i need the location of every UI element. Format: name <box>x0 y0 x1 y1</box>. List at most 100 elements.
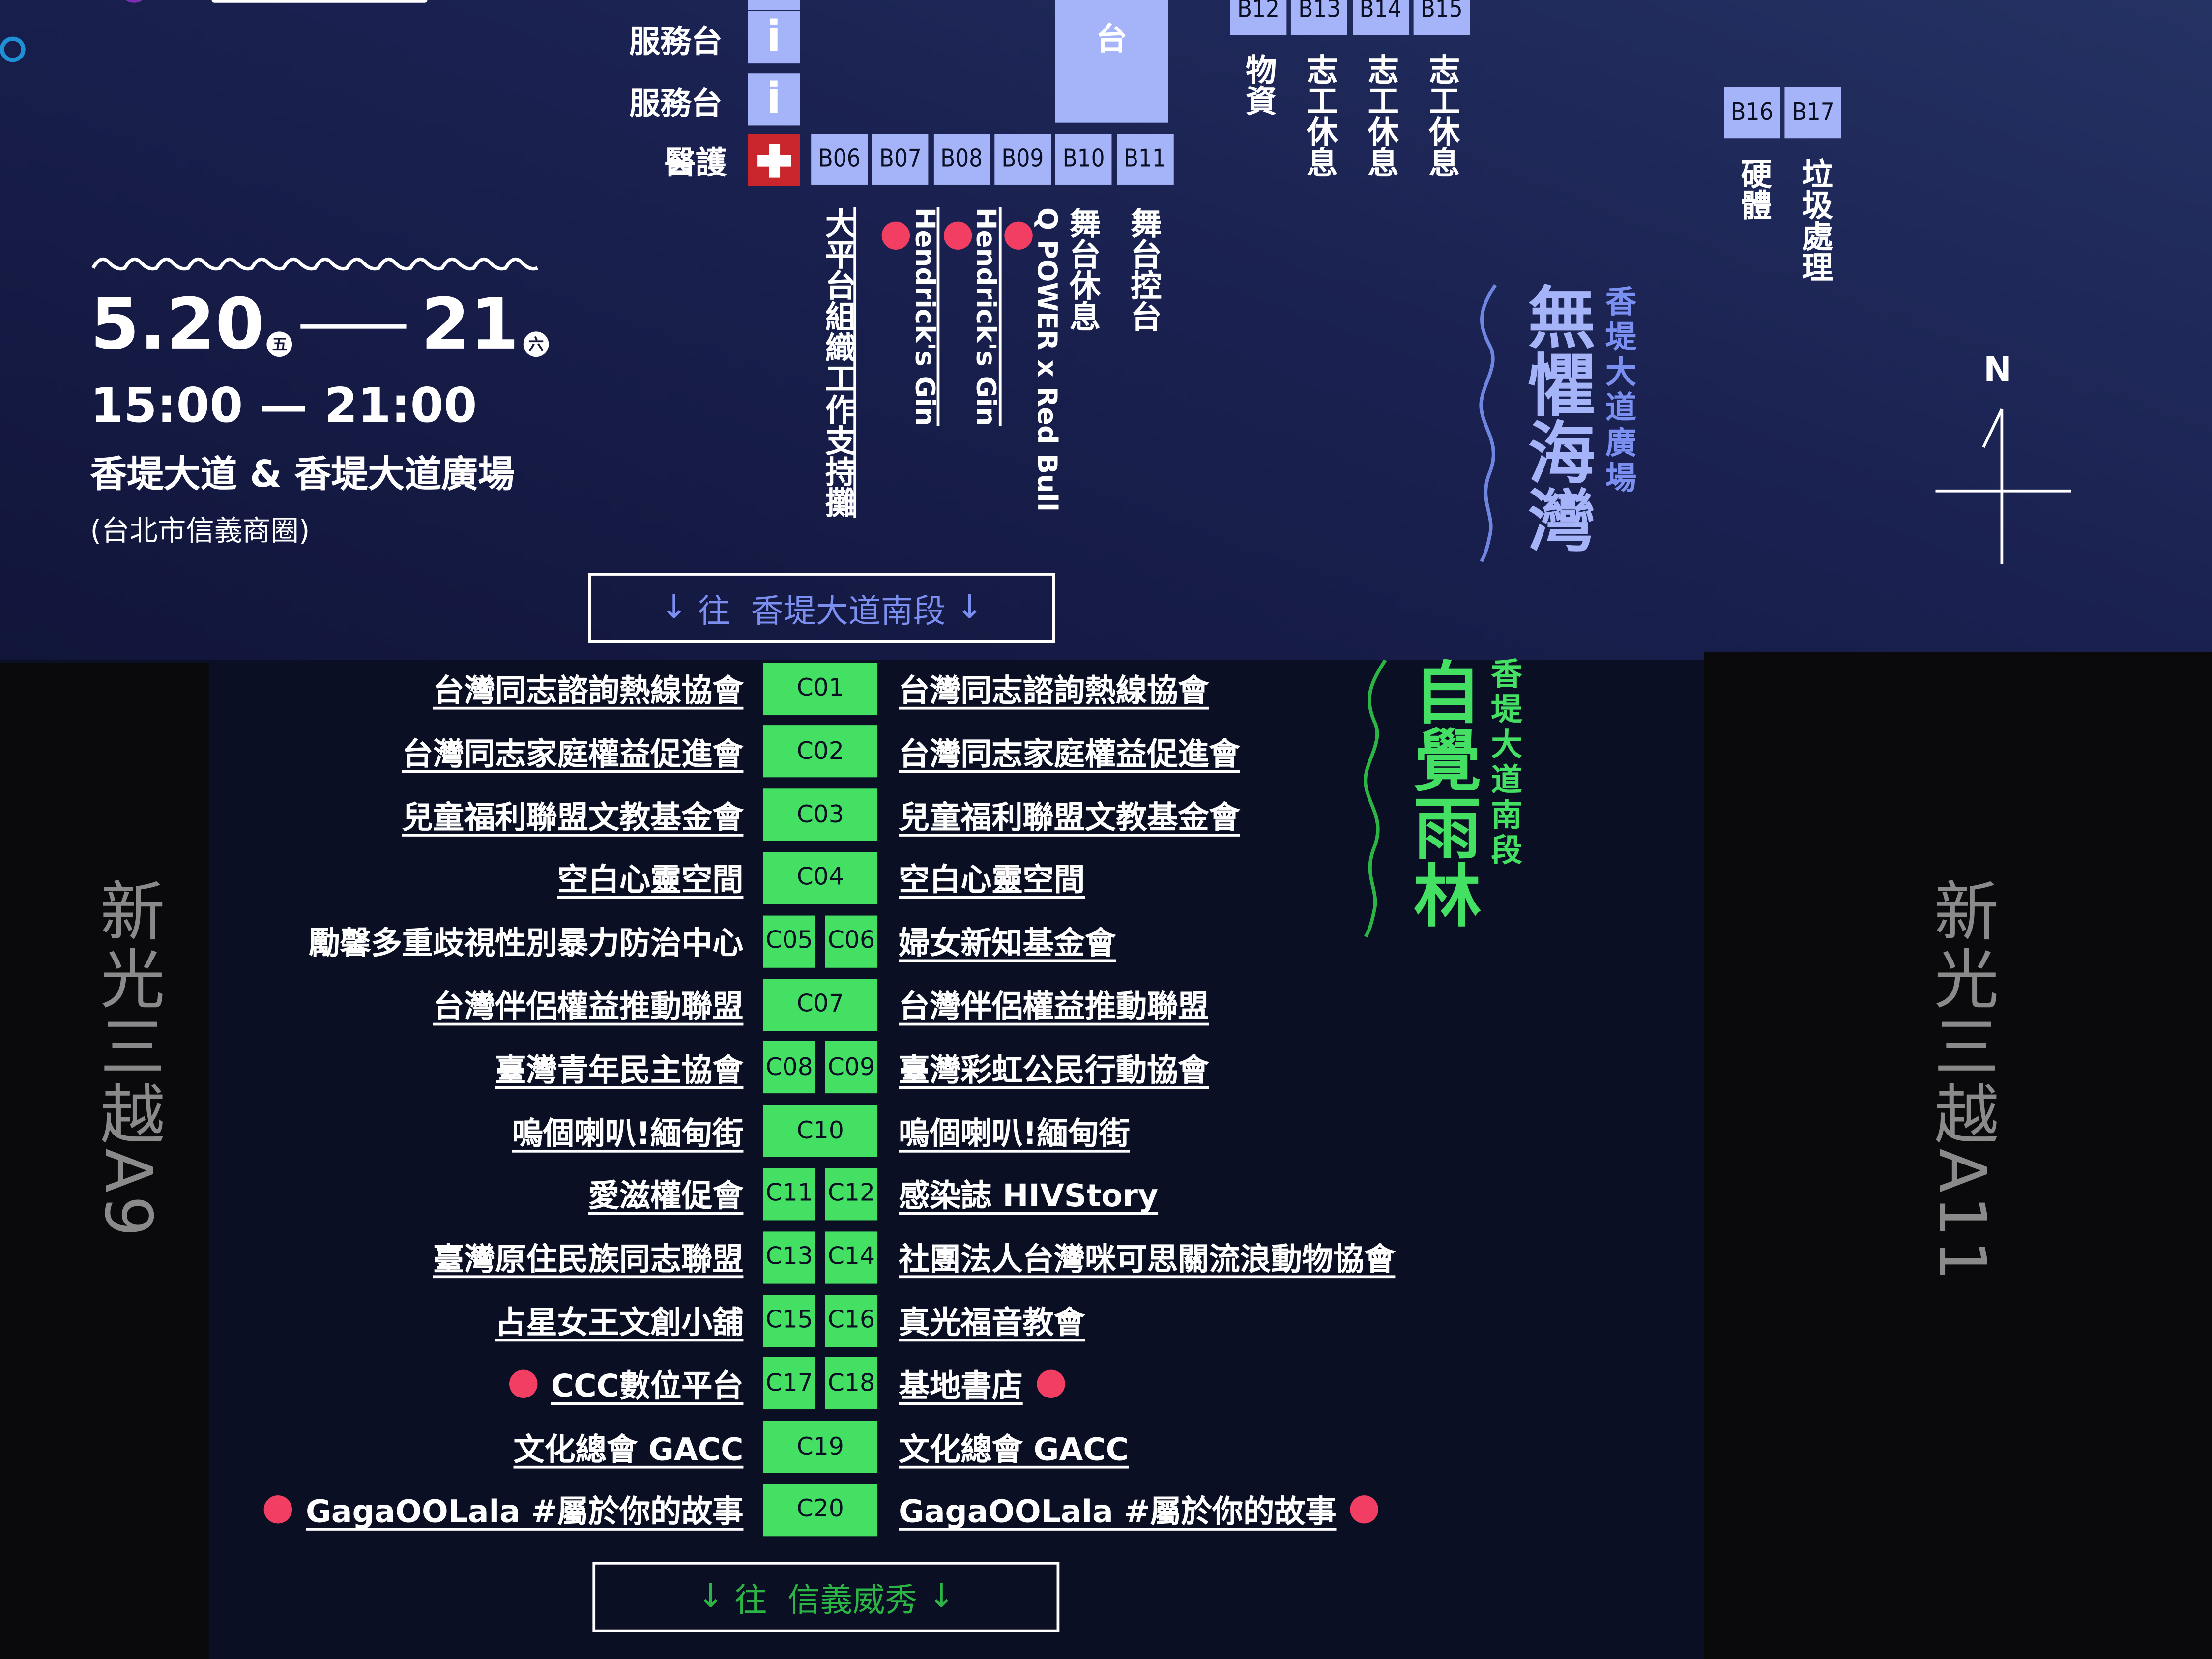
booth-code[interactable]: C17 <box>763 1357 815 1410</box>
booth-code[interactable]: C10 <box>763 1105 878 1157</box>
sponsor-dot-icon <box>508 1369 537 1398</box>
booth-code[interactable]: C01 <box>763 662 878 715</box>
exhibitor-name[interactable]: 愛滋權促會 <box>588 1180 744 1216</box>
store-a11: 新光三越A11 <box>1704 651 2212 1659</box>
booth-box[interactable]: B12 <box>1230 0 1287 35</box>
date-dash <box>301 324 407 329</box>
service-desk-label: 服務台 <box>629 25 723 61</box>
service-desk-label: 服務台 <box>629 87 723 123</box>
nav-vieshow-button[interactable]: ↓ 往 信義威秀 ↓ <box>592 1561 1060 1632</box>
exhibitor-name[interactable]: 嗚個喇叭!緬甸街 <box>899 1116 1130 1152</box>
booth-box[interactable]: B08 <box>933 134 990 185</box>
header-remnant <box>211 0 428 3</box>
exhibitor-name[interactable]: 基地書店 <box>899 1369 1023 1405</box>
booth-label: 垃圾處理 <box>1796 158 1832 282</box>
exhibitor-name[interactable]: 空白心靈空間 <box>899 864 1085 900</box>
booth-code[interactable]: C14 <box>825 1231 878 1283</box>
booth-box[interactable]: B09 <box>994 134 1051 185</box>
exhibitor-name[interactable]: 台灣伴侶權益推動聯盟 <box>433 990 744 1026</box>
booth-code[interactable]: C05 <box>763 915 815 967</box>
exhibitor-name[interactable]: 空白心靈空間 <box>557 864 744 900</box>
exhibitor-right: 基地書店 <box>899 1361 1065 1406</box>
exhibitor-name[interactable]: 嗚個喇叭!緬甸街 <box>512 1116 744 1152</box>
booth-box[interactable]: B17 <box>1785 87 1842 139</box>
sponsor-dot-icon <box>943 221 972 250</box>
booth-code[interactable]: C03 <box>763 788 878 841</box>
exhibitor-left: 愛滋權促會 <box>588 1171 744 1217</box>
booth-code[interactable]: C18 <box>825 1357 878 1410</box>
exhibitor-left: 文化總會 GACC <box>514 1424 744 1469</box>
exhibitor-name[interactable]: 婦女新知基金會 <box>899 927 1116 962</box>
event-time: 15:00 — 21:00 <box>90 378 477 435</box>
exhibitor-name[interactable]: CCC數位平台 <box>551 1369 744 1405</box>
booth-code[interactable]: C16 <box>825 1294 878 1347</box>
exhibitor-name[interactable]: 真光福音教會 <box>899 1306 1085 1342</box>
exhibitor-left: 台灣同志家庭權益促進會 <box>402 729 744 774</box>
circle-decoration <box>0 36 26 62</box>
booth-code[interactable]: C20 <box>763 1484 878 1537</box>
zone-south-subtitle: 香堤大道南段 <box>1485 657 1521 869</box>
exhibitor-name[interactable]: 占星女王文創小舖 <box>495 1306 744 1342</box>
exhibitor-name[interactable]: 勵馨多重歧視性別暴力防治中心 <box>309 927 744 962</box>
exhibitor-name[interactable]: 社團法人台灣咪可思關流浪動物協會 <box>899 1243 1396 1279</box>
zone-plaza-title: 無懼海灣 <box>1515 282 1594 553</box>
booth-box[interactable]: B14 <box>1352 0 1409 35</box>
exhibitor-name[interactable]: 臺灣原住民族同志聯盟 <box>433 1243 744 1279</box>
day-start-badge: 五 <box>267 331 293 357</box>
booth-code[interactable]: C12 <box>825 1167 878 1221</box>
booth-label: 硬體 <box>1735 158 1771 220</box>
exhibitor-left: CCC數位平台 <box>508 1361 744 1406</box>
booth-label: Q POWER x Red Bull <box>1004 207 1062 512</box>
exhibitor-left: 臺灣原住民族同志聯盟 <box>433 1235 743 1280</box>
exhibitor-name[interactable]: 兒童福利聯盟文教基金會 <box>402 800 744 836</box>
booth-code[interactable]: C07 <box>763 978 878 1031</box>
exhibitor-name[interactable]: 台灣伴侶權益推動聯盟 <box>899 990 1209 1026</box>
exhibitor-name[interactable]: 臺灣青年民主協會 <box>495 1053 744 1089</box>
exhibitor-name[interactable]: 感染誌 HIVStory <box>899 1180 1159 1216</box>
booth-code[interactable]: C15 <box>763 1294 815 1347</box>
exhibitor-name[interactable]: GagaOOLala #屬於你的故事 <box>899 1496 1337 1531</box>
booth-box[interactable]: B10 <box>1055 134 1112 185</box>
store-a9-label: 新光三越A9 <box>90 877 167 1240</box>
booth-box[interactable]: B16 <box>1724 87 1780 139</box>
booth-label-text: 大平台組織工作支持攤 <box>819 207 855 518</box>
nav-south-button[interactable]: ↓ 往 香堤大道南段 ↓ <box>588 573 1055 643</box>
exhibitor-name[interactable]: 台灣同志家庭權益促進會 <box>402 737 744 773</box>
booth-box[interactable]: B13 <box>1291 0 1348 35</box>
booth-code[interactable]: C11 <box>763 1167 815 1221</box>
booth-code[interactable]: C13 <box>763 1231 815 1283</box>
exhibitor-name[interactable]: 兒童福利聯盟文教基金會 <box>899 800 1240 836</box>
exhibitor-right: 婦女新知基金會 <box>899 919 1116 964</box>
exhibitor-left: 嗚個喇叭!緬甸街 <box>512 1108 744 1154</box>
exhibitor-name[interactable]: 臺灣彩虹公民行動協會 <box>899 1053 1209 1089</box>
booth-code[interactable]: C06 <box>825 915 878 967</box>
booth-box[interactable]: B07 <box>872 134 929 185</box>
exhibitor-name[interactable]: 文化總會 GACC <box>513 1432 744 1468</box>
exhibitor-right: GagaOOLala #屬於你的故事 <box>899 1487 1379 1533</box>
booth-code[interactable]: C02 <box>763 725 878 778</box>
booth-box[interactable]: B06 <box>811 134 868 185</box>
booth-box[interactable]: B15 <box>1413 0 1470 35</box>
info-icon: i <box>748 73 800 126</box>
exhibitor-name[interactable]: 台灣同志家庭權益促進會 <box>899 737 1240 773</box>
booth-code[interactable]: C09 <box>825 1041 878 1094</box>
store-a11-label: 新光三越A11 <box>1924 877 2001 1284</box>
exhibitor-left: 台灣伴侶權益推動聯盟 <box>433 982 743 1027</box>
booth-box[interactable]: B11 <box>1116 134 1173 185</box>
exhibitor-name[interactable]: 台灣同志諮詢熱線協會 <box>899 674 1209 710</box>
exhibitor-left: GagaOOLala #屬於你的故事 <box>263 1487 743 1533</box>
booth-label: Hendrick's Gin <box>943 207 1001 426</box>
booth-label-text: Hendrick's Gin <box>970 207 1001 426</box>
booth-code[interactable]: C19 <box>763 1421 878 1473</box>
exhibitor-name[interactable]: 台灣同志諮詢熱線協會 <box>433 674 744 710</box>
event-venue: 香堤大道 & 香堤大道廣場 <box>90 454 515 497</box>
sponsor-dot-icon <box>882 221 910 250</box>
exhibitor-name[interactable]: GagaOOLala #屬於你的故事 <box>306 1496 744 1531</box>
zone-plaza-subtitle: 香堤大道廣場 <box>1600 285 1635 497</box>
exhibitor-name[interactable]: 文化總會 GACC <box>899 1432 1129 1468</box>
zone-south-title: 自覺雨林 <box>1400 657 1480 929</box>
booth-code[interactable]: C08 <box>763 1041 815 1094</box>
stage-block: 台 <box>1055 0 1168 123</box>
booth-code[interactable]: C04 <box>763 852 878 904</box>
exhibitor-right: 台灣伴侶權益推動聯盟 <box>899 982 1209 1027</box>
